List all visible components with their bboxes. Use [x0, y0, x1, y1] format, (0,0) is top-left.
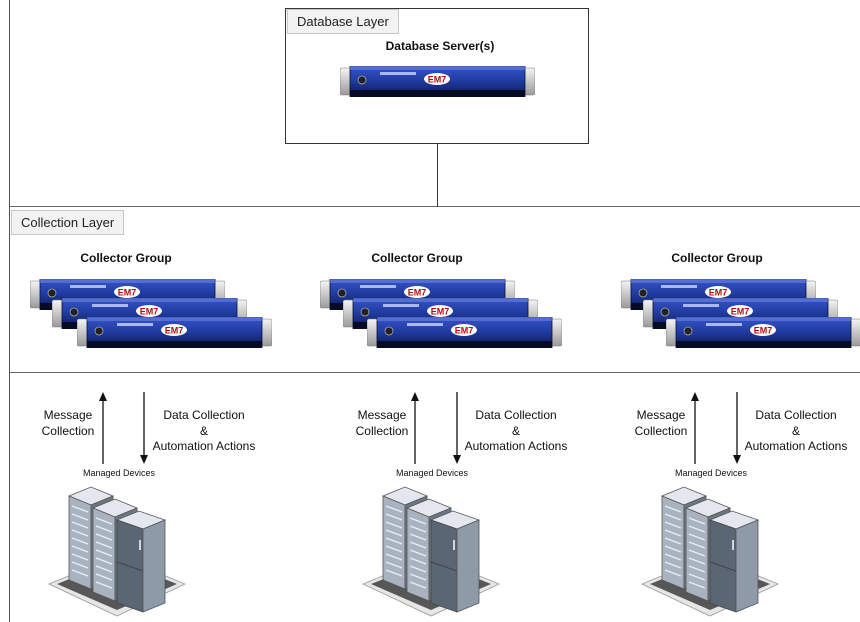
- data-collection-line: Data Collection: [475, 408, 557, 422]
- data-collection-line: Automation Actions: [744, 439, 848, 453]
- server-rack-icon: [47, 484, 187, 619]
- database-server-icon: [340, 66, 535, 97]
- collector-server-icon: [367, 317, 562, 348]
- message-collection-line: Message: [43, 408, 93, 422]
- message-collection-line: Collection: [41, 423, 95, 438]
- server-rack-icon: [361, 484, 501, 619]
- arrow-up-icon: [98, 392, 108, 464]
- message-collection-label: Message Collection: [30, 408, 106, 439]
- managed-devices-label: Managed Devices: [83, 468, 156, 478]
- message-collection-label: Message Collection: [344, 408, 420, 439]
- arrow-up-icon: [410, 392, 420, 464]
- message-collection-line: Collection: [355, 423, 409, 438]
- server-rack-icon: [640, 484, 780, 619]
- message-collection-label: Message Collection: [623, 408, 699, 439]
- data-collection-line: Automation Actions: [152, 439, 256, 453]
- layer-divider-collection: [9, 372, 860, 373]
- collector-server-icon: [666, 317, 860, 348]
- collector-group-title: Collector Group: [371, 251, 463, 265]
- collector-group-title: Collector Group: [80, 251, 172, 265]
- data-collection-line: Data Collection: [755, 408, 837, 422]
- collector-group-title: Collector Group: [671, 251, 763, 265]
- collection-layer-tab: Collection Layer: [11, 210, 125, 235]
- message-collection-line: Collection: [634, 423, 688, 438]
- database-layer-tab: Database Layer: [287, 9, 399, 34]
- data-collection-line: &: [511, 423, 520, 438]
- data-collection-line: Data Collection: [163, 408, 245, 422]
- data-collection-line: Automation Actions: [464, 439, 568, 453]
- managed-devices-label: Managed Devices: [396, 468, 469, 478]
- message-collection-line: Message: [357, 408, 407, 422]
- data-collection-label: Data Collection & Automation Actions: [738, 408, 854, 455]
- managed-devices-label: Managed Devices: [675, 468, 748, 478]
- data-collection-line: &: [791, 423, 800, 438]
- collector-server-icon: [77, 317, 272, 348]
- database-server-title: Database Server(s): [385, 39, 495, 53]
- db-connector-line: [437, 144, 438, 206]
- message-collection-line: Message: [636, 408, 686, 422]
- data-collection-line: &: [199, 423, 208, 438]
- layer-divider-database: [9, 206, 860, 207]
- arrow-up-icon: [690, 392, 700, 464]
- data-collection-label: Data Collection & Automation Actions: [146, 408, 262, 455]
- diagram-frame: [9, 0, 860, 622]
- data-collection-label: Data Collection & Automation Actions: [458, 408, 574, 455]
